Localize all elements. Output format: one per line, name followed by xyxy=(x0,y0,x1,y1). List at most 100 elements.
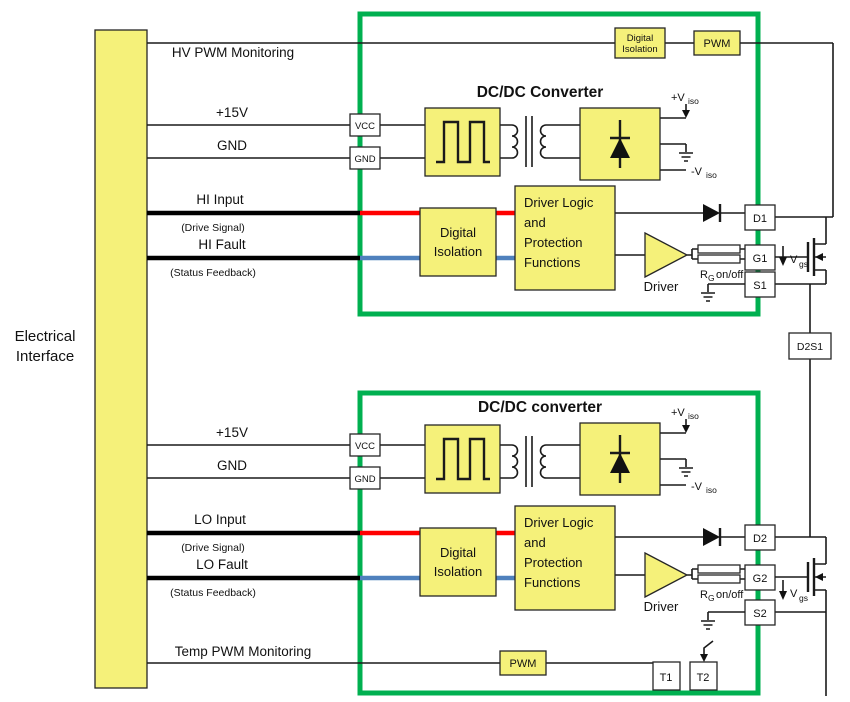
electrical-interface-block xyxy=(94,29,148,689)
hv-pwm-monitor-wire xyxy=(147,42,834,217)
d2s1-label: D2S1 xyxy=(797,341,823,353)
ls-gate-resistor-wires xyxy=(687,568,745,580)
ls-digital-isolation-label-line1: Digital xyxy=(440,545,476,560)
t2-pin-box xyxy=(689,661,718,691)
ls-rg-label-base: R xyxy=(700,589,708,601)
ls-driver-label: Driver xyxy=(644,599,679,614)
hs-gnd-pin-box xyxy=(349,146,381,170)
ls-rg-label-rest: on/off xyxy=(716,589,744,601)
hs-rg-label-base: R xyxy=(700,269,708,281)
hs-rg-off-resistor xyxy=(697,254,741,264)
ls-input-label: LO Input xyxy=(194,512,246,527)
t1-pin-label: T1 xyxy=(660,672,673,684)
ls-rectifier-diode-icon xyxy=(610,453,630,473)
hs-square-wave-icon xyxy=(436,120,490,164)
hs-mosfet-icon xyxy=(775,217,827,284)
hs-pin-d1-box xyxy=(744,204,776,231)
ls-rg-on-resistor xyxy=(697,564,741,574)
ls-driver-logic-label-line1: Driver Logic xyxy=(524,515,594,530)
ls-mosfet-icon xyxy=(775,537,827,696)
ls-driver-logic-label-line3: Protection xyxy=(524,555,583,570)
hs-driver-logic-label-line3: Protection xyxy=(524,235,583,250)
hs-input-label: HI Input xyxy=(196,192,244,207)
hs-driver-logic-label-line4: Functions xyxy=(524,255,581,270)
ls-vcc-pin-box xyxy=(349,433,381,457)
ls-iso-output-stubs xyxy=(660,432,686,486)
hs-viso-plus-label: +V xyxy=(671,92,685,104)
ls-mosfet-body-arrow xyxy=(815,573,823,581)
ls-vgs-sub: gs xyxy=(799,593,808,603)
hs-oscillator-box xyxy=(424,107,501,177)
hs-source-ground-icon xyxy=(701,283,745,302)
ls-input-sublabel: (Drive Signal) xyxy=(181,542,245,554)
hv-pwm-label: PWM xyxy=(704,38,731,50)
labels: Electrical Interface HV PWM Monitoring D… xyxy=(15,33,824,684)
hs-vgs-sub: gs xyxy=(799,259,808,269)
ls-gnd-label: GND xyxy=(217,458,247,473)
electrical-interface-label-line2: Interface xyxy=(16,348,74,365)
ls-vcc-pin-label: VCC xyxy=(355,441,375,452)
ls-driver-logic-label-line2: and xyxy=(524,535,546,550)
hs-vcc-pin-label: VCC xyxy=(355,121,375,132)
ls-viso-minus-label: -V xyxy=(691,481,703,493)
hs-mosfet-gate-channel xyxy=(806,238,816,276)
hs-driver-logic-label-line2: and xyxy=(524,215,546,230)
hs-rg-label-rest: on/off xyxy=(716,269,744,281)
ls-rg-off-resistor xyxy=(697,574,741,584)
ls-gnd-pin-box xyxy=(349,466,381,490)
ls-fault-label: LO Fault xyxy=(196,557,248,572)
ls-vplus-arrow-icon xyxy=(682,425,690,433)
ls-rg-label-sub: G xyxy=(708,593,715,603)
hs-gnd-label: GND xyxy=(217,138,247,153)
hs-series-diode-icon xyxy=(703,204,720,222)
blocks xyxy=(349,27,832,691)
ls-driver-logic-box xyxy=(514,505,616,611)
ls-digital-isolation-box xyxy=(419,527,497,597)
hs-driver-logic-box xyxy=(514,185,616,291)
hv-digital-isolation-box xyxy=(614,27,666,59)
hs-iso-ground-icon xyxy=(679,144,693,162)
ls-mosfet-gate-channel xyxy=(806,558,816,596)
ls-digital-isolation-label-line2: Isolation xyxy=(434,564,482,579)
hs-driver-amp-triangle xyxy=(644,231,689,279)
hs-mosfet-leads xyxy=(814,217,827,284)
hs-pin-s1-box xyxy=(744,271,776,298)
temp-pwm-label: PWM xyxy=(510,658,537,670)
t1-pin-box xyxy=(652,661,681,691)
hs-vgs-arrow-icon xyxy=(779,257,787,266)
ls-source-ground-icon xyxy=(701,611,745,630)
ls-gnd-pin-label: GND xyxy=(354,474,375,485)
hs-driver-logic-label-line1: Driver Logic xyxy=(524,195,594,210)
hs-gate-resistor-wires xyxy=(687,248,745,260)
hs-viso-plus-sub: iso xyxy=(688,96,699,106)
hs-fault-label: HI Fault xyxy=(198,237,246,252)
ls-iso-ground-icon xyxy=(679,459,693,477)
hs-driver-label: Driver xyxy=(644,279,679,294)
ls-pin-d2-box xyxy=(744,524,776,551)
hs-transformer-primary-coil xyxy=(511,124,519,159)
hs-viso-minus-label: -V xyxy=(691,166,703,178)
ls-driver-logic-label-line4: Functions xyxy=(524,575,581,590)
hv-digital-isolation-label-line2: Isolation xyxy=(622,44,657,55)
hs-transformer-secondary-coil xyxy=(539,124,547,159)
ls-vgs-label: V xyxy=(790,588,798,600)
hs-iso-output-stubs xyxy=(660,117,686,171)
hs-transformer-core xyxy=(525,116,533,167)
hs-pin-s1-label: S1 xyxy=(753,280,766,292)
d2s1-box xyxy=(788,332,832,360)
ls-driver-amp-triangle xyxy=(644,551,689,599)
hs-rg-label-sub: G xyxy=(708,273,715,283)
ls-fault-sublabel: (Status Feedback) xyxy=(170,587,256,599)
ls-transformer-secondary-coil xyxy=(539,444,547,479)
hs-mosfet-body-arrow xyxy=(815,253,823,261)
wiring xyxy=(147,42,834,664)
hs-dcdc-title: DC/DC Converter xyxy=(477,84,604,101)
symbols xyxy=(436,104,827,696)
hs-input-sublabel: (Drive Signal) xyxy=(181,222,245,234)
hv-digital-isolation-label-line1: Digital xyxy=(627,33,653,44)
ls-transformer-primary-coil xyxy=(511,444,519,479)
hs-vplus-arrow-icon xyxy=(682,110,690,118)
hs-digital-isolation-label-line1: Digital xyxy=(440,225,476,240)
ls-transformer-core xyxy=(525,436,533,487)
